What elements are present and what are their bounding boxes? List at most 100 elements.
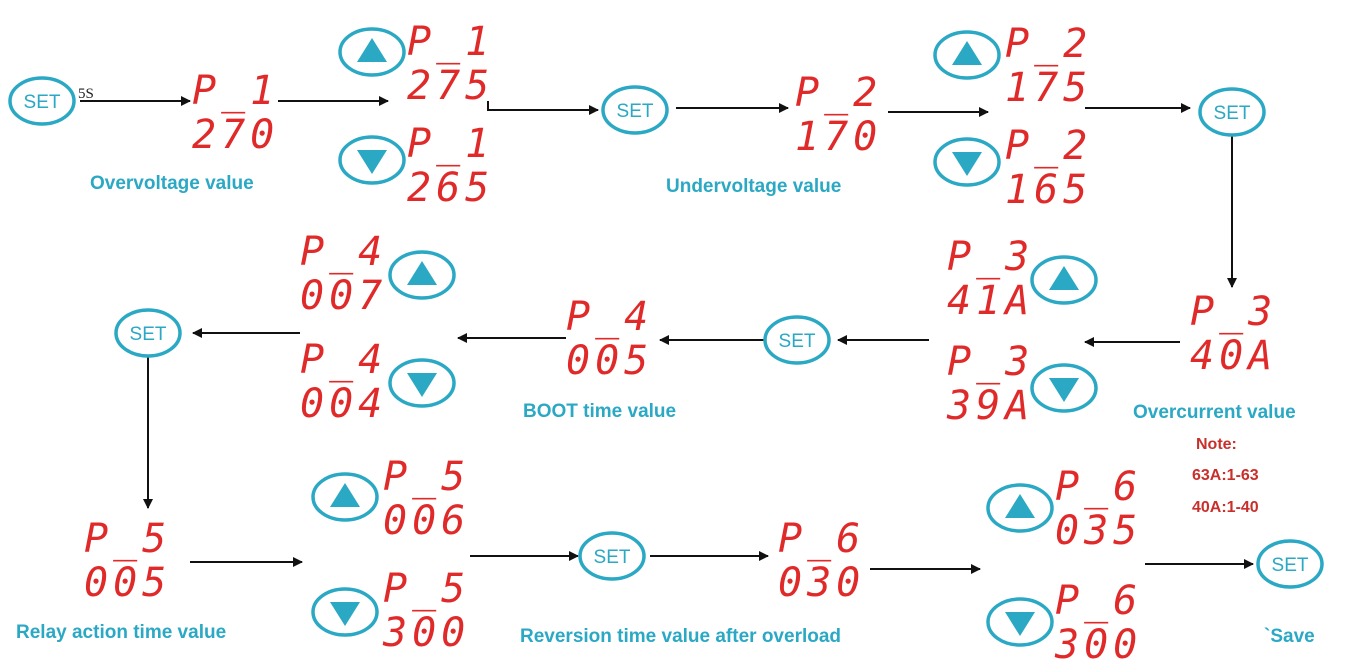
overcurrent-label: Overcurrent value	[1133, 402, 1296, 423]
display-value: 035	[1055, 508, 1142, 554]
display-value: 007	[300, 273, 387, 319]
display-value: 300	[382, 610, 470, 656]
set-button-label: SET	[1214, 103, 1251, 124]
down-triangle-icon	[1005, 612, 1035, 636]
hold-time-label: 5S	[78, 86, 94, 102]
down-button-p2[interactable]	[933, 137, 1001, 187]
display-parameter: P_3	[947, 339, 1034, 385]
display-parameter: P_6	[1055, 578, 1142, 624]
display-value: 39A	[946, 383, 1034, 429]
display-parameter: P_2	[1005, 21, 1092, 67]
down-button-p3[interactable]	[1030, 363, 1098, 413]
save-label: `Save	[1264, 626, 1315, 647]
display-value: 165	[1005, 167, 1092, 213]
set-button-p2[interactable]: SET	[601, 85, 669, 135]
display-parameter: P_1	[407, 121, 494, 167]
set-button-label: SET	[1272, 555, 1309, 576]
overvoltage-label: Overvoltage value	[90, 173, 254, 194]
display-parameter: P_6	[778, 516, 865, 562]
display-value: 300	[1054, 622, 1142, 665]
down-button-p4[interactable]	[388, 358, 456, 408]
set-button-p5[interactable]: SET	[114, 308, 182, 358]
down-triangle-icon	[330, 602, 360, 626]
set-button-start[interactable]: SET	[8, 76, 76, 126]
up-triangle-icon	[330, 483, 360, 507]
note-line-40a: 40A:1-40	[1192, 499, 1259, 516]
boot-time-label: BOOT time value	[523, 401, 677, 422]
up-triangle-icon	[952, 41, 982, 65]
display-parameter: P_4	[566, 294, 653, 340]
display-parameter: P_6	[1055, 464, 1142, 510]
up-button-p1[interactable]	[338, 27, 406, 77]
set-button-p6[interactable]: SET	[578, 531, 646, 581]
down-triangle-icon	[1049, 378, 1079, 402]
display-value: 170	[795, 114, 882, 160]
note-title: Note:	[1196, 436, 1237, 453]
set-button-p3[interactable]: SET	[1198, 87, 1266, 137]
display-parameter: P_2	[795, 70, 882, 116]
display-parameter: P_5	[84, 516, 171, 562]
up-triangle-icon	[407, 261, 437, 285]
down-button-p6[interactable]	[986, 597, 1054, 647]
display-value: 006	[383, 498, 470, 544]
up-triangle-icon	[357, 38, 387, 62]
display-value: 005	[84, 560, 171, 606]
set-button-label: SET	[594, 547, 631, 568]
display-value: 270	[192, 112, 279, 158]
down-triangle-icon	[407, 373, 437, 397]
display-parameter: P_4	[300, 337, 387, 383]
display-value: 030	[778, 560, 865, 606]
up-triangle-icon	[1005, 494, 1035, 518]
display-parameter: P_2	[1005, 123, 1092, 169]
set-button-label: SET	[130, 324, 167, 345]
display-parameter: P_5	[383, 566, 470, 612]
down-button-p1[interactable]	[338, 135, 406, 185]
up-button-p6[interactable]	[986, 483, 1054, 533]
display-value: 265	[407, 165, 494, 211]
up-button-p4[interactable]	[388, 250, 456, 300]
up-button-p2[interactable]	[933, 30, 1001, 80]
note-line-63a: 63A:1-63	[1192, 467, 1259, 484]
display-value: 175	[1005, 65, 1092, 111]
up-triangle-icon	[1049, 266, 1079, 290]
down-button-p5[interactable]	[311, 587, 379, 637]
display-value: 275	[407, 63, 494, 109]
set-button-save[interactable]: SET	[1256, 539, 1324, 589]
display-parameter: P_4	[300, 229, 387, 275]
set-button-label: SET	[779, 331, 816, 352]
set-button-label: SET	[24, 92, 61, 113]
display-parameter: P_1	[192, 68, 279, 114]
down-triangle-icon	[357, 150, 387, 174]
up-button-p5[interactable]	[311, 472, 379, 522]
set-button-p4[interactable]: SET	[763, 315, 831, 365]
display-value: 005	[566, 338, 653, 384]
display-parameter: P_3	[1190, 289, 1277, 335]
set-button-label: SET	[617, 101, 654, 122]
up-button-p3[interactable]	[1030, 255, 1098, 305]
undervoltage-label: Undervoltage value	[666, 176, 842, 197]
display-value: 40A	[1190, 333, 1277, 379]
display-value: 004	[300, 381, 387, 427]
display-parameter: P_3	[947, 234, 1034, 280]
flow-arrow	[487, 101, 599, 115]
